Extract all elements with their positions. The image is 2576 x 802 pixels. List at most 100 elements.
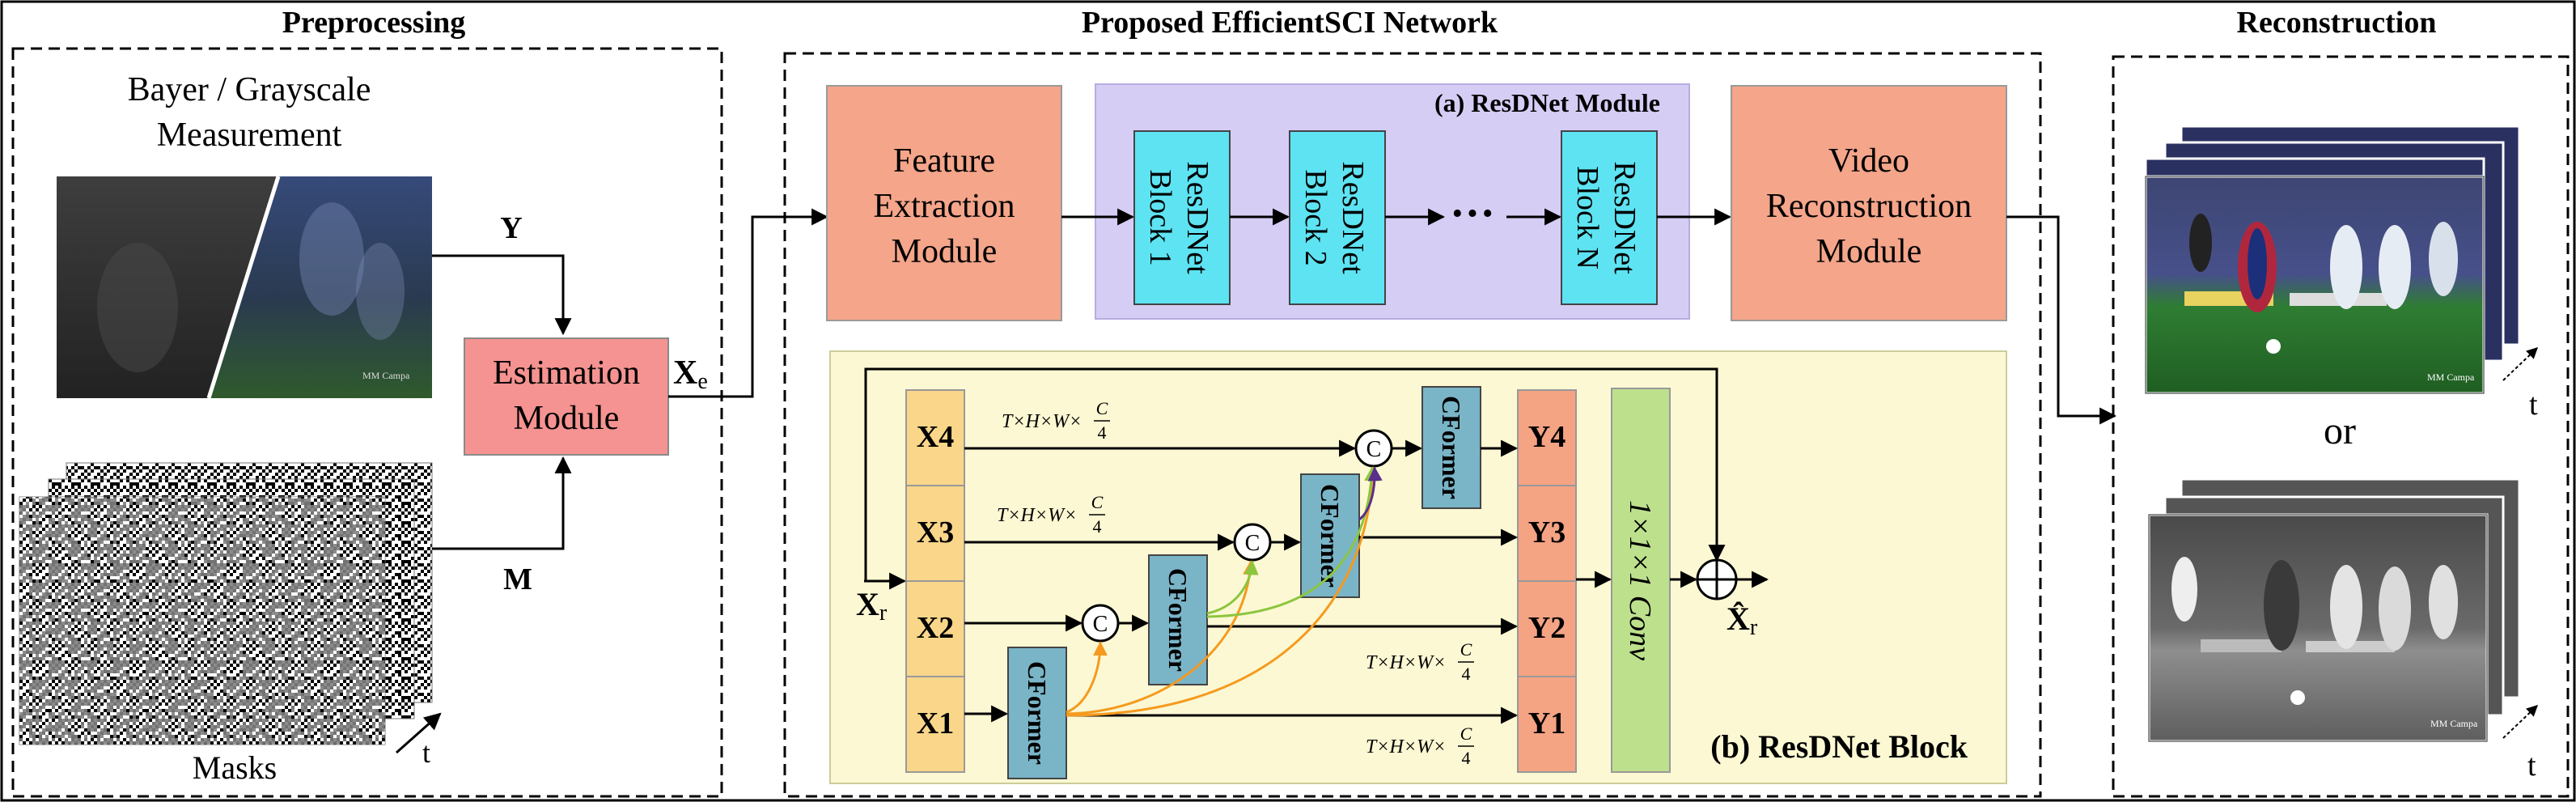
- svg-text:4: 4: [1462, 664, 1471, 684]
- m-label: M: [503, 562, 532, 596]
- y2-label: Y2: [1528, 611, 1566, 645]
- reconstruction-header: Reconstruction: [2237, 6, 2437, 40]
- feature-line1: Feature: [893, 142, 995, 180]
- svg-text:CFormer: CFormer: [1316, 484, 1345, 588]
- svg-text:T×H×W×: T×H×W×: [1366, 736, 1446, 757]
- dim-label-y1: T×H×W× C 4: [1366, 723, 1474, 768]
- svg-text:C: C: [1093, 612, 1108, 637]
- network-section: [783, 52, 2042, 798]
- m-arrow: [432, 456, 572, 550]
- estimation-line2: Module: [514, 400, 620, 437]
- gray-t-label: t: [2527, 749, 2536, 783]
- conv-block: 1×1×1 Conv: [1611, 388, 1671, 773]
- color-video-watermark: MM Campa: [2427, 371, 2475, 383]
- svg-text:4: 4: [1093, 516, 1102, 537]
- x3-label: X3: [917, 516, 954, 550]
- resdnet-block-n: ResDNet Block N: [1561, 130, 1658, 305]
- y-label: Y: [500, 211, 522, 245]
- network-header: Proposed EfficientSCI Network: [1082, 6, 1498, 40]
- y-arrow: [432, 254, 572, 336]
- green-arrow-to-concat3: [1206, 466, 1379, 618]
- gray-t-arrow: [2502, 705, 2539, 739]
- svg-text:Block 2: Block 2: [1299, 169, 1332, 265]
- svg-text:C: C: [1096, 398, 1108, 418]
- blocks-ellipsis: ···: [1450, 189, 1495, 239]
- svg-text:Block 1: Block 1: [1143, 169, 1177, 265]
- cformer-1: CFormer: [1007, 647, 1067, 779]
- gray-video-watermark: MM Campa: [2430, 718, 2478, 729]
- svg-text:T×H×W×: T×H×W×: [997, 505, 1077, 526]
- xe-label: Xe: [673, 354, 708, 394]
- dim-label-x3: T×H×W× C 4: [997, 492, 1105, 537]
- masks-t-label: t: [422, 736, 430, 769]
- y4-label: Y4: [1528, 420, 1566, 454]
- measurement-image: MM Campa: [57, 176, 432, 399]
- reconstruction-section: [2112, 55, 2570, 798]
- color-t-arrow: [2502, 347, 2539, 381]
- masks-t-arrow: [396, 712, 442, 754]
- concat-circle-2: C: [1233, 523, 1272, 562]
- svg-text:C: C: [1245, 531, 1260, 556]
- masks-stack: [19, 462, 433, 745]
- gray-video-stack: MM Campa: [2147, 477, 2521, 743]
- svg-text:C: C: [1460, 639, 1472, 660]
- green-arrow-to-concat2: [1206, 560, 1259, 615]
- svg-text:T×H×W×: T×H×W×: [1002, 411, 1082, 432]
- xe-arrow: [668, 208, 829, 398]
- color-t-label: t: [2529, 388, 2538, 422]
- estimation-module: [464, 337, 669, 456]
- x-column: [905, 389, 965, 773]
- resdnet-module-title: (a) ResDNet Module: [1434, 88, 1660, 117]
- svg-text:4: 4: [1098, 422, 1107, 443]
- xr-label: Xr: [856, 586, 888, 626]
- svg-text:C: C: [1091, 492, 1104, 512]
- sum-node: [1696, 558, 1738, 600]
- skip-connection: [864, 367, 1726, 581]
- or-label: or: [2324, 409, 2356, 452]
- orange-arrow-to-concat2: [1066, 560, 1258, 715]
- measurement-label-line2: Measurement: [157, 117, 342, 154]
- resdnet-block-title: (b) ResDNet Block: [1710, 728, 1968, 765]
- masks-label: Masks: [193, 749, 277, 786]
- xhat-label: X̂r: [1727, 600, 1758, 640]
- dim-label-x4: T×H×W× C 4: [1002, 398, 1110, 443]
- svg-text:ResDNet: ResDNet: [1608, 161, 1642, 274]
- svg-text:C: C: [1366, 437, 1382, 462]
- video-line2: Reconstruction: [1766, 188, 1972, 225]
- video-line1: Video: [1828, 142, 1909, 180]
- dim-label-y2: T×H×W× C 4: [1366, 639, 1474, 684]
- x4-label: X4: [917, 420, 954, 454]
- y3-label: Y3: [1528, 516, 1566, 550]
- y1-label: Y1: [1528, 707, 1566, 740]
- svg-text:Block N: Block N: [1570, 166, 1604, 269]
- svg-text:ResDNet: ResDNet: [1180, 161, 1214, 274]
- svg-text:T×H×W×: T×H×W×: [1366, 652, 1446, 673]
- svg-text:CFormer: CFormer: [1023, 661, 1052, 765]
- svg-text:C: C: [1460, 723, 1472, 744]
- feature-line3: Module: [892, 233, 998, 270]
- estimation-line1: Estimation: [493, 354, 640, 392]
- x1-label: X1: [917, 707, 954, 740]
- video-line3: Module: [1816, 233, 1922, 270]
- video-reconstruction-module: [1731, 85, 2007, 321]
- svg-text:ResDNet: ResDNet: [1336, 161, 1370, 274]
- cformer-3: CFormer: [1300, 473, 1360, 598]
- preprocessing-section: [11, 47, 723, 798]
- resdnet-block-1: ResDNet Block 1: [1133, 130, 1231, 305]
- concat-circle-3: C: [1354, 429, 1393, 468]
- preprocessing-header: Preprocessing: [282, 6, 466, 40]
- cformer-4: CFormer: [1421, 386, 1481, 509]
- orange-arrow-to-concat3: [1066, 466, 1380, 717]
- svg-text:4: 4: [1462, 748, 1471, 768]
- x2-label: X2: [917, 611, 954, 645]
- measurement-label-line1: Bayer / Grayscale: [128, 71, 371, 108]
- color-video-stack: MM Campa: [2144, 125, 2521, 395]
- svg-text:CFormer: CFormer: [1437, 396, 1466, 499]
- resdnet-block-2: ResDNet Block 2: [1289, 130, 1386, 305]
- measurement-watermark: MM Campa: [362, 370, 410, 381]
- y-column: [1517, 389, 1577, 773]
- feature-line2: Extraction: [874, 188, 1015, 225]
- concat-circle-1: C: [1081, 604, 1120, 643]
